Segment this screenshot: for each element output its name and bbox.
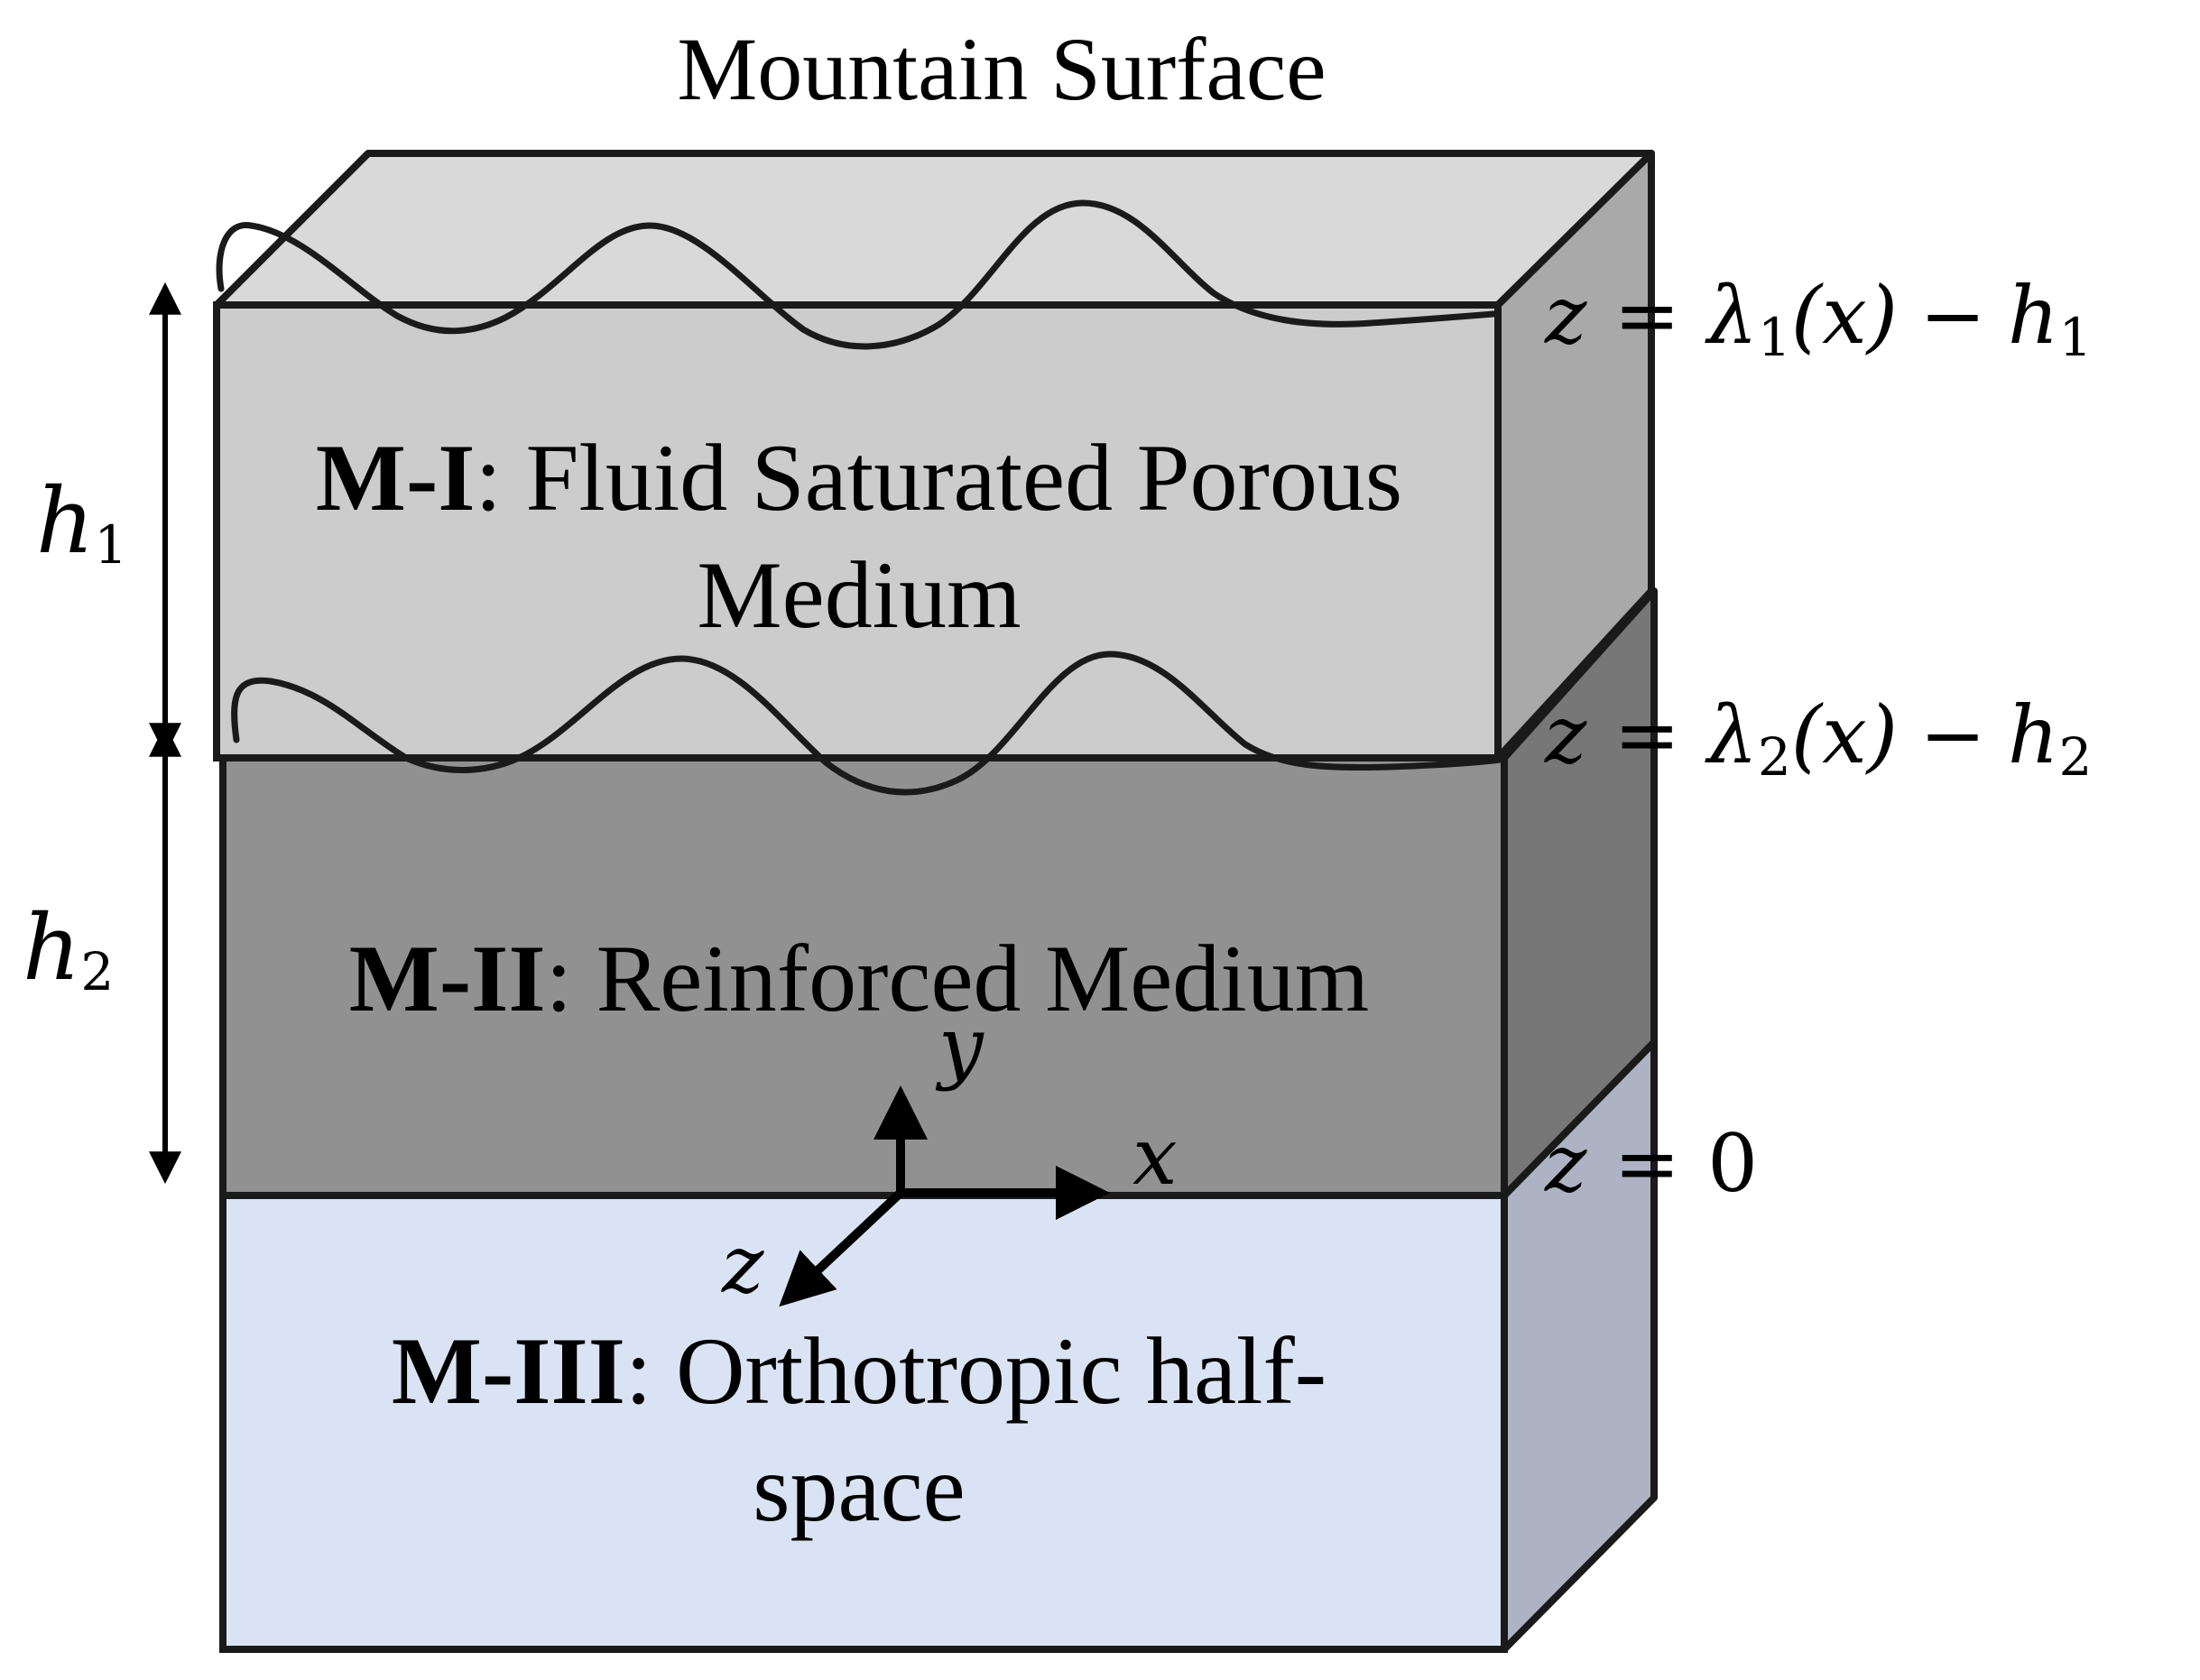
layer-m2-label: M-II: Reinforced Medium: [349, 926, 1369, 1031]
h1-label: h1: [36, 468, 127, 576]
h2-label: h2: [23, 895, 114, 1002]
layer-m3-label: M-III: Orthotropic half-: [392, 1318, 1326, 1424]
interface-equation-1: z=λ1(x)−h1: [1544, 269, 2092, 368]
x-axis-label: x: [1132, 1110, 1178, 1203]
layer-m3: [219, 1038, 1658, 1653]
z-axis-arrow: [779, 1189, 904, 1307]
layer-m3-front-face: [219, 1192, 1508, 1653]
z-axis-label: z: [721, 1218, 764, 1311]
layer-m1-id: M-I: [316, 425, 476, 531]
layer-m1-name: Fluid Saturated Porous: [525, 425, 1402, 531]
layer-m3-name-line2: space: [753, 1435, 965, 1541]
layer-m1-top-face: [213, 150, 1655, 309]
layer-m3-id: M-III: [392, 1318, 625, 1424]
layer-m1-front-face: [213, 301, 1502, 762]
layer-m1: [213, 150, 1655, 762]
layer-m2-name: Reinforced Medium: [596, 926, 1370, 1031]
layer-m1-name-line2: Medium: [697, 542, 1021, 648]
interface-equation-2: z=λ2(x)−h2: [1544, 688, 2092, 788]
dimension-h2: h2: [23, 724, 181, 1185]
mountain-surface-curve: [216, 199, 1497, 350]
layer-m1-label: M-I: Fluid Saturated Porous: [316, 425, 1402, 531]
y-axis-label: y: [935, 1000, 984, 1093]
diagram-title: Mountain Surface: [677, 19, 1326, 119]
interface-equation-3: z=0: [1544, 1117, 1758, 1210]
layer-m3-name: Orthotropic half-: [676, 1318, 1326, 1424]
dimension-h1: h1: [36, 282, 181, 756]
coordinate-axes: y x z: [721, 1000, 1178, 1311]
interface-curve-m1-m2: [231, 651, 1503, 796]
layer-m2-id: M-II: [349, 926, 546, 1031]
